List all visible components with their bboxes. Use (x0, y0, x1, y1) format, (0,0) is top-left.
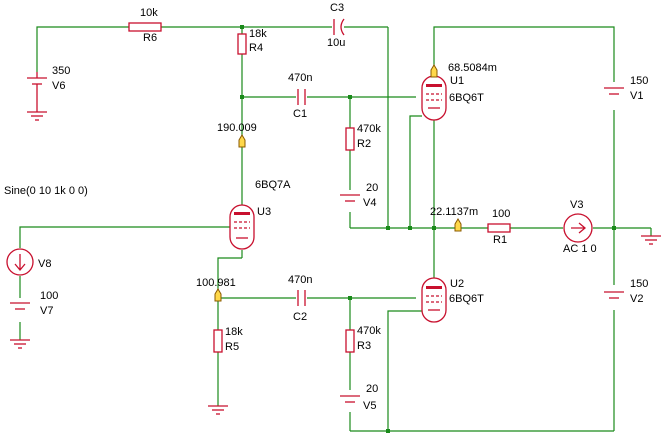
r2-ref: R2 (357, 138, 371, 150)
v5-value: 20 (366, 383, 378, 395)
junction-dot (386, 429, 390, 433)
junctions (216, 25, 616, 433)
junction-dot (240, 95, 244, 99)
v1-ref: V1 (630, 90, 643, 102)
r2-value: 470k (357, 123, 381, 135)
source-v7[interactable]: 100 V7 (10, 290, 58, 349)
v5-ref: V5 (363, 400, 376, 412)
v4-value: 20 (366, 182, 378, 194)
r5-value: 18k (225, 326, 243, 338)
source-v8[interactable]: Sine(0 10 1k 0 0) V8 (4, 185, 88, 276)
junction-dot (386, 226, 390, 230)
probe-u3-anode[interactable]: 190.009 (217, 122, 257, 148)
capacitor-c2[interactable]: 470n C2 (288, 274, 312, 323)
c1-value: 470n (288, 72, 312, 84)
r6-value: 10k (140, 7, 158, 19)
probe-u3-anode-value: 190.009 (217, 122, 257, 134)
junction-dot (348, 95, 352, 99)
v2-value: 150 (630, 278, 648, 290)
resistor-r6[interactable]: 10k R6 (128, 7, 162, 44)
r3-value: 470k (357, 325, 381, 337)
probe-output-value: 22.1137m (430, 206, 478, 218)
r5-ref: R5 (225, 341, 239, 353)
c2-value: 470n (288, 274, 312, 286)
u1-model: 6BQ6T (449, 92, 484, 104)
v6-value: 350 (52, 65, 70, 77)
r6-ref: R6 (143, 32, 157, 44)
r1-value: 100 (492, 208, 510, 220)
v2-ref: V2 (630, 293, 643, 305)
probe-u3-cathode[interactable]: 100.981 (196, 277, 236, 302)
probe-u3-cathode-value: 100.981 (196, 277, 236, 289)
u2-ref: U2 (450, 278, 464, 290)
junction-dot (348, 296, 352, 300)
resistor-r2[interactable]: 470k R2 (345, 123, 381, 151)
v1-value: 150 (630, 75, 648, 87)
u2-model: 6BQ6T (449, 293, 484, 305)
r4-value: 18k (249, 28, 267, 40)
c1-ref: C1 (293, 108, 307, 120)
u3-model: 6BQ7A (255, 179, 291, 191)
v6-ref: V6 (52, 80, 65, 92)
resistor-r3[interactable]: 470k R3 (345, 325, 381, 353)
u3-ref: U3 (257, 206, 271, 218)
junction-dot (432, 226, 436, 230)
v8-ref: V8 (38, 258, 51, 270)
capacitor-c3[interactable]: C3 10u (327, 2, 345, 49)
c3-ref: C3 (330, 2, 344, 14)
v7-value: 100 (40, 290, 58, 302)
probe-output[interactable]: 22.1137m (430, 206, 478, 232)
c2-ref: C2 (293, 311, 307, 323)
tube-u2[interactable]: U2 6BQ6T (421, 277, 484, 323)
v8-value: Sine(0 10 1k 0 0) (4, 185, 88, 197)
source-v5[interactable]: 20 V5 (340, 383, 378, 412)
resistor-r5[interactable]: 18k R5 (213, 326, 243, 353)
junction-dot (612, 226, 616, 230)
probe-u1-anode-value: 68.5084m (448, 62, 497, 74)
source-v6[interactable]: 350 V6 (27, 65, 70, 121)
v7-ref: V7 (40, 305, 53, 317)
capacitor-c1[interactable]: 470n C1 (288, 72, 312, 120)
v3-value: AC 1 0 (563, 243, 597, 255)
junction-dot (240, 25, 244, 29)
source-v4[interactable]: 20 V4 (340, 182, 378, 209)
resistor-r4[interactable]: 18k R4 (237, 28, 267, 55)
source-v2[interactable]: 150 V2 (604, 278, 648, 305)
v3-ref: V3 (570, 199, 583, 211)
c3-value: 10u (327, 37, 345, 49)
junction-dot (408, 226, 412, 230)
source-v3[interactable]: V3 AC 1 0 (563, 199, 597, 255)
r3-ref: R3 (357, 340, 371, 352)
source-v1[interactable]: 150 V1 (604, 75, 648, 102)
tube-u3[interactable]: U3 6BQ7A (229, 179, 291, 250)
probe-u1-anode[interactable]: 68.5084m (430, 62, 497, 78)
ground-symbols (208, 235, 661, 415)
v4-ref: V4 (363, 197, 376, 209)
u1-ref: U1 (450, 75, 464, 87)
tube-u1[interactable]: U1 6BQ6T (421, 75, 484, 121)
wires (19, 26, 652, 432)
r1-ref: R1 (493, 234, 507, 246)
resistor-r1[interactable]: 100 R1 (487, 208, 511, 246)
r4-ref: R4 (249, 42, 263, 54)
